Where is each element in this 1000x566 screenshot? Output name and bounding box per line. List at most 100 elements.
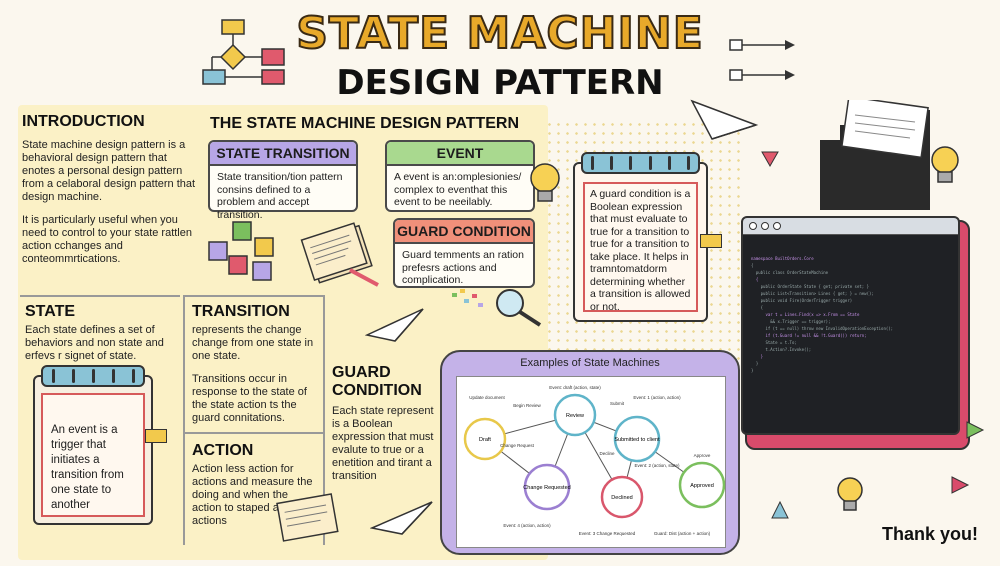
lightbulb-icon	[530, 163, 560, 202]
guard-condition-body: Guard temments an ration prefesrs action…	[402, 249, 524, 286]
arrow-flow-icon	[729, 39, 795, 81]
code-line: if (t == null) throw new InvalidOperatio…	[751, 326, 894, 331]
transition-para2: Transitions occur in response to the sta…	[192, 373, 307, 424]
diagram-edge-label: Event: draft (action, state)	[549, 385, 601, 390]
bookmark-tag	[700, 234, 722, 248]
diagram-node	[600, 475, 644, 519]
guard-condition-heading-2: CONDITION	[332, 382, 422, 399]
event-title: EVENT	[387, 142, 533, 166]
introduction-section: INTRODUCTION State machine design patter…	[22, 113, 197, 266]
guard-condition-col-body: Each state represent is a Boolean expres…	[332, 405, 434, 482]
event-card: EVENT A event is an:omplesionies/ comple…	[385, 140, 535, 212]
code-line: namespace BuiltOrders.Core	[751, 256, 814, 261]
state-heading: STATE	[25, 303, 76, 320]
event-note-body: An event is a trigger that initiates a t…	[41, 393, 145, 517]
transition-heading: TRANSITION	[192, 303, 290, 320]
diagram-edge-label: Update document	[469, 395, 505, 400]
page-title-line1: STATE MACHINE	[295, 7, 704, 60]
diagram-edge-label: Submit	[610, 401, 625, 406]
diagram-node	[553, 393, 597, 437]
notebook-rings	[41, 365, 145, 387]
event-body: A event is an:omplesionies/ complex to e…	[394, 171, 522, 208]
page-title-line2: DESIGN PATTERN	[336, 63, 664, 103]
notebook-rings	[581, 152, 700, 174]
pattern-heading: THE STATE MACHINE DESIGN PATTERN	[210, 115, 520, 132]
contract-icon	[300, 222, 379, 287]
diagram-edge-label: Change Request	[500, 443, 535, 448]
cubes-icon	[208, 221, 274, 281]
diagram-node-label: Submitted to client	[614, 437, 660, 443]
guard-condition-card: GUARD CONDITION Guard temments an ration…	[393, 218, 535, 288]
event-note-notebook: An event is a trigger that initiates a t…	[33, 365, 167, 525]
code-line: public OrderState State { get; private s…	[751, 284, 870, 289]
pattern-section: THE STATE MACHINE DESIGN PATTERN	[210, 115, 550, 133]
diagram-edge-label: Approve	[694, 453, 711, 458]
triangle-decoration-icon	[761, 151, 779, 168]
diagram-node	[523, 463, 571, 511]
guard-condition-section: GUARD CONDITION Each state represent is …	[332, 364, 437, 483]
code-line: && x.Trigger == trigger);	[751, 319, 831, 324]
code-line: public List<Transition> Lines { get; } =…	[751, 291, 874, 296]
state-body: Each state defines a set of behaviors an…	[25, 324, 164, 362]
diagram-node	[613, 415, 661, 463]
diagram-node-label: Draft	[479, 437, 491, 443]
state-section: STATE Each state defines a set of behavi…	[25, 303, 180, 363]
divider	[183, 295, 185, 545]
state-transition-card: STATE TRANSITION State transition/tion p…	[208, 140, 358, 221]
window-dot-icon	[761, 222, 769, 230]
diagram-edge-label: Event: 4 (action, action)	[503, 523, 551, 528]
diagram-edge-label: Event: 2 (action, state)	[634, 463, 680, 468]
divider	[183, 432, 323, 434]
diagram-node	[463, 417, 507, 461]
bookmark-tag	[145, 429, 167, 443]
state-transition-title: STATE TRANSITION	[210, 142, 356, 166]
code-line: if (t.Guard != null && !t.Guard()) retur…	[751, 333, 867, 338]
code-window-frame: namespace BuiltOrders.Core { public class…	[741, 216, 970, 450]
window-dot-icon	[749, 222, 757, 230]
code-line: State = t.To;	[751, 340, 797, 345]
code-line: }	[751, 354, 764, 359]
diagram-node-label: Review	[566, 413, 584, 419]
diagram-edge-label: Guard: Dist (action + action)	[654, 531, 711, 536]
guard-note-notebook: A guard condition is a Boolean expressio…	[573, 152, 722, 322]
lightbulb-icon	[837, 477, 863, 511]
transition-para1: represents the change change from one st…	[192, 324, 314, 362]
divider	[323, 295, 325, 545]
contract-icon	[276, 493, 339, 542]
paper-plane-icon	[690, 99, 759, 140]
action-body: Action less action for actions and measu…	[192, 463, 313, 527]
magnifier-icon	[452, 289, 542, 327]
transition-section: TRANSITION represents the change change …	[192, 303, 320, 425]
code-line: t.Action?.Invoke();	[751, 347, 812, 352]
code-line: }	[751, 361, 759, 366]
code-lines: namespace BuiltOrders.Core { public class…	[743, 235, 958, 374]
diagram-node-label: Declined	[611, 495, 632, 501]
guard-condition-heading-1: GUARD	[332, 364, 391, 381]
code-line: }	[751, 368, 754, 373]
code-line: public class OrderStateMachine	[751, 270, 829, 275]
introduction-heading: INTRODUCTION	[22, 113, 145, 130]
documents-decoration	[820, 100, 930, 210]
diagram-title: Examples of State Machines	[520, 357, 660, 369]
action-section: ACTION Action less action for actions an…	[192, 442, 320, 528]
flowchart-icon	[202, 19, 285, 85]
divider	[183, 295, 323, 297]
code-window-titlebar	[743, 218, 958, 235]
code-line: {	[751, 263, 754, 268]
code-line: {	[751, 305, 764, 310]
paper-plane-icon	[365, 308, 424, 342]
diagram-node-label: Approved	[690, 483, 714, 489]
code-line: public void Fire(OrderTrigger trigger)	[751, 298, 853, 303]
state-transition-body: State transition/tion pattern consins de…	[217, 171, 343, 221]
diagram-edge-label: Decline	[599, 451, 615, 456]
guard-condition-title: GUARD CONDITION	[395, 220, 533, 244]
paper-plane-icon	[370, 501, 433, 535]
introduction-para2: It is particularly useful when you need …	[22, 214, 192, 265]
divider	[20, 295, 180, 297]
window-dot-icon	[773, 222, 781, 230]
diagram-edge-label: Event: 1 (action, action)	[633, 395, 681, 400]
thank-you-text: Thank you!	[881, 524, 978, 544]
triangle-decoration-icon	[951, 476, 970, 494]
